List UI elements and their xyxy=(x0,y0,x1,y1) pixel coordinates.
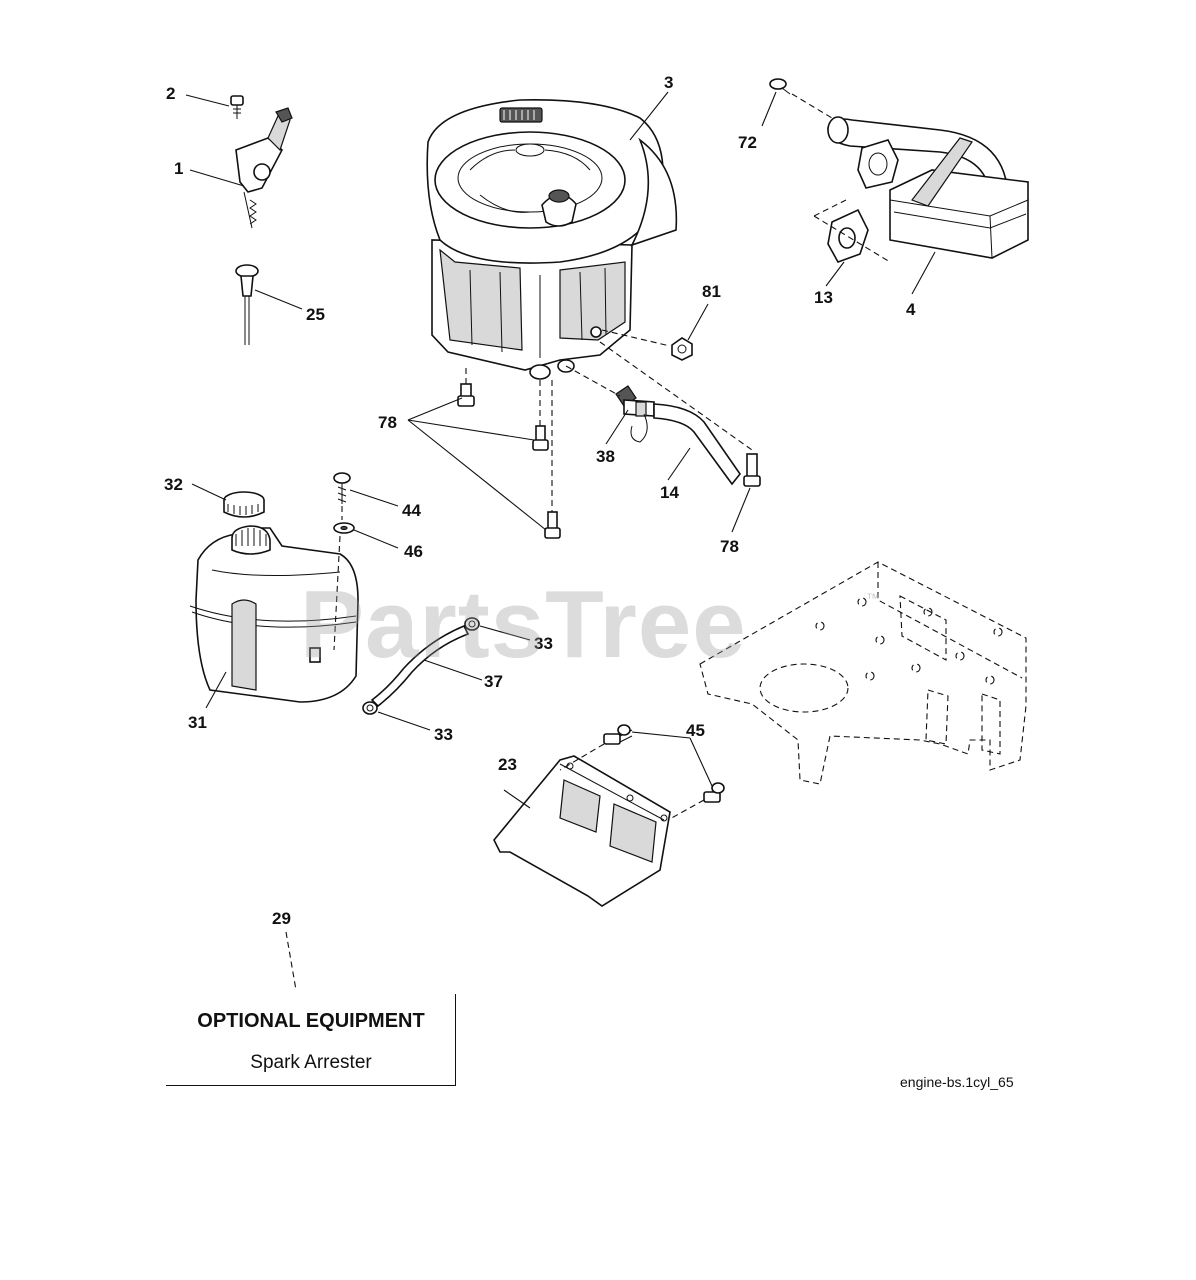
clamp-part-33-bottom xyxy=(362,701,378,715)
label-78-b: 78 xyxy=(720,537,739,556)
leader-1 xyxy=(189,169,245,187)
fuel-cap-part-32 xyxy=(223,491,265,518)
leader-38 xyxy=(605,409,629,445)
dash-45-a xyxy=(559,743,605,771)
label-78-a: 78 xyxy=(378,413,397,432)
label-81: 81 xyxy=(702,282,721,301)
bolt-part-45-right xyxy=(703,782,725,803)
bolt-part-78-b xyxy=(532,425,549,451)
frame-reference xyxy=(699,561,1027,785)
skid-plate-part-23 xyxy=(493,755,671,907)
label-4: 4 xyxy=(906,300,916,319)
washer-part-46 xyxy=(333,522,355,534)
leader-31 xyxy=(205,671,227,709)
gasket-part-13 xyxy=(827,208,869,263)
bolt-part-45-left xyxy=(603,724,633,745)
label-45: 45 xyxy=(686,721,705,740)
leader-78-a3 xyxy=(407,419,547,531)
leader-13 xyxy=(825,261,845,287)
leader-3 xyxy=(629,91,669,141)
watermark-trademark: ™ xyxy=(866,590,880,606)
leader-25 xyxy=(254,289,303,310)
label-33-bottom: 33 xyxy=(434,725,453,744)
optional-equipment-box: OPTIONAL EQUIPMENT Spark Arrester xyxy=(166,994,456,1086)
screw-part-44 xyxy=(333,472,351,504)
label-37: 37 xyxy=(484,672,503,691)
dash-78-d xyxy=(599,341,753,451)
label-23: 23 xyxy=(498,755,517,774)
label-38: 38 xyxy=(596,447,615,466)
spark-arrester-label: Spark Arrester xyxy=(250,1052,372,1073)
muffler-part-4 xyxy=(827,116,1029,259)
fuel-tank-part-31 xyxy=(189,525,359,703)
dash-46 xyxy=(333,535,341,651)
leader-72 xyxy=(761,91,777,127)
leader-37 xyxy=(423,659,483,681)
label-46: 46 xyxy=(404,542,423,561)
leader-33-top xyxy=(479,625,531,641)
label-44: 44 xyxy=(402,501,421,520)
label-3: 3 xyxy=(664,73,673,92)
fuel-filter-part-38 xyxy=(615,385,655,443)
label-1: 1 xyxy=(174,159,183,178)
leader-78-a1 xyxy=(407,397,463,421)
leader-33-bottom xyxy=(377,711,431,731)
dash-81 xyxy=(601,329,671,347)
leader-46 xyxy=(353,529,399,549)
bolt-part-78-a xyxy=(457,383,475,407)
label-25: 25 xyxy=(306,305,325,324)
dipstick-part-25 xyxy=(235,264,259,345)
nut-part-81 xyxy=(671,337,693,361)
fuel-line-part-37 xyxy=(370,624,470,708)
leader-78-a2 xyxy=(407,419,535,441)
optional-equipment-title: OPTIONAL EQUIPMENT xyxy=(197,1010,425,1032)
label-13: 13 xyxy=(814,288,833,307)
label-33-top: 33 xyxy=(534,634,553,653)
dash-13b xyxy=(813,215,891,263)
bolt-part-78-c xyxy=(544,511,561,539)
leader-2 xyxy=(185,94,230,107)
dash-45-b xyxy=(667,799,705,821)
diagram-code: engine-bs.1cyl_65 xyxy=(900,1074,1014,1090)
dash-13a xyxy=(813,199,847,217)
fuel-hose-part-14 xyxy=(653,403,741,486)
label-29: 29 xyxy=(272,909,291,928)
label-14: 14 xyxy=(660,483,679,502)
label-2: 2 xyxy=(166,84,175,103)
screw-part-2 xyxy=(230,95,244,119)
leader-32 xyxy=(191,483,227,501)
leader-81 xyxy=(687,303,709,341)
leader-78-b xyxy=(731,487,751,533)
leader-23 xyxy=(503,789,531,809)
leader-45-a xyxy=(631,731,691,739)
label-72: 72 xyxy=(738,133,757,152)
leader-4 xyxy=(911,251,936,295)
throttle-control-part-1 xyxy=(235,107,293,229)
bolt-part-78-d xyxy=(743,453,761,487)
dash-72 xyxy=(791,93,873,143)
leader-14 xyxy=(667,447,691,481)
label-31: 31 xyxy=(188,713,207,732)
label-32: 32 xyxy=(164,475,183,494)
leader-29 xyxy=(285,931,297,991)
dash-38 xyxy=(565,365,621,397)
bolt-part-72 xyxy=(769,78,791,95)
clamp-part-33-top xyxy=(464,617,480,631)
leader-45-b xyxy=(689,737,713,787)
leader-44 xyxy=(349,489,399,507)
engine-part-3 xyxy=(426,99,678,380)
